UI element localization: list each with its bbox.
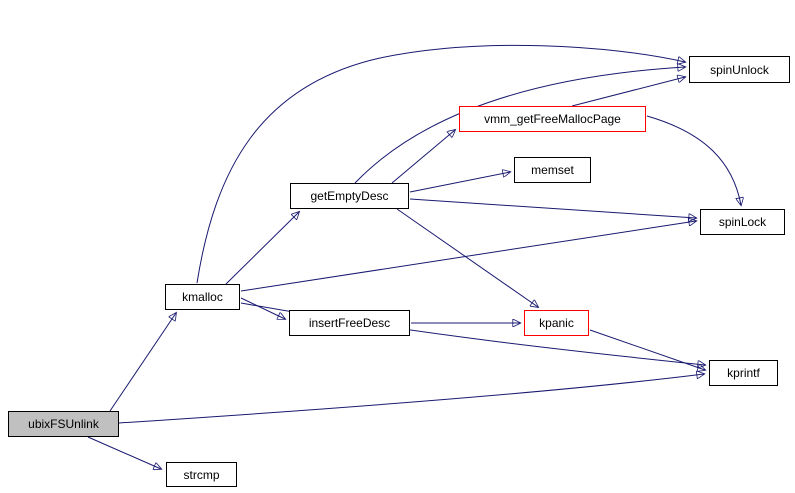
- edge-getEmptyDesc-kpanic: [396, 208, 538, 307]
- node-strcmp-label: strcmp: [183, 467, 220, 482]
- node-kmalloc-label: kmalloc: [182, 290, 223, 304]
- edge-getEmptyDesc-vmm_getFreeMallocPage: [391, 130, 455, 184]
- node-insertFreeDesc-label: insertFreeDesc: [308, 316, 391, 330]
- edge-getEmptyDesc-spinLock: [409, 198, 696, 218]
- edge-kmalloc-insertFreeDesc: [240, 297, 285, 319]
- node-kprintf[interactable]: kprintf: [709, 360, 778, 386]
- edge-ubixFSUnlink-kmalloc: [109, 313, 176, 412]
- edge-kpanic-kprintf: [589, 329, 705, 370]
- edge-getEmptyDesc-memset: [409, 172, 510, 193]
- node-insertFreeDesc[interactable]: insertFreeDesc: [289, 310, 410, 336]
- node-ubixFSUnlink-label: ubixFSUnlink: [28, 417, 99, 431]
- edge-getEmptyDesc-spinUnlock: [354, 67, 685, 184]
- edge-vmm_getFreeMallocPage-spinUnlock: [571, 77, 685, 107]
- node-kprintf-label: kprintf: [727, 366, 760, 380]
- node-getEmptyDesc[interactable]: getEmptyDesc: [290, 183, 409, 209]
- node-kpanic[interactable]: kpanic: [524, 310, 589, 336]
- node-spinLock-label: spinLock: [718, 215, 767, 229]
- node-getEmptyDesc-label: getEmptyDesc: [310, 189, 389, 203]
- node-memset[interactable]: memset: [514, 157, 591, 183]
- node-ubixFSUnlink: ubixFSUnlink: [8, 411, 119, 437]
- node-kpanic-label: kpanic: [539, 316, 574, 330]
- edge-kmalloc-getEmptyDesc: [225, 212, 299, 285]
- edge-kmalloc-spinLock: [240, 221, 696, 292]
- node-spinUnlock[interactable]: spinUnlock: [689, 56, 790, 83]
- node-strcmp[interactable]: strcmp: [166, 462, 237, 487]
- edge-ubixFSUnlink-kprintf: [118, 374, 704, 424]
- edge-kmalloc-spinUnlock: [196, 44, 685, 284]
- edge-vmm_getFreeMallocPage-spinLock: [646, 115, 741, 205]
- node-kmalloc[interactable]: kmalloc: [165, 284, 240, 310]
- node-memset-label: memset: [531, 163, 574, 177]
- node-spinUnlock-label: spinUnlock: [710, 62, 769, 77]
- node-vmm_getFreeMallocPage[interactable]: vmm_getFreeMallocPage: [459, 106, 646, 132]
- edge-ubixFSUnlink-strcmp: [87, 436, 161, 469]
- node-vmm_getFreeMallocPage-label: vmm_getFreeMallocPage: [484, 112, 621, 126]
- node-spinLock[interactable]: spinLock: [700, 209, 785, 235]
